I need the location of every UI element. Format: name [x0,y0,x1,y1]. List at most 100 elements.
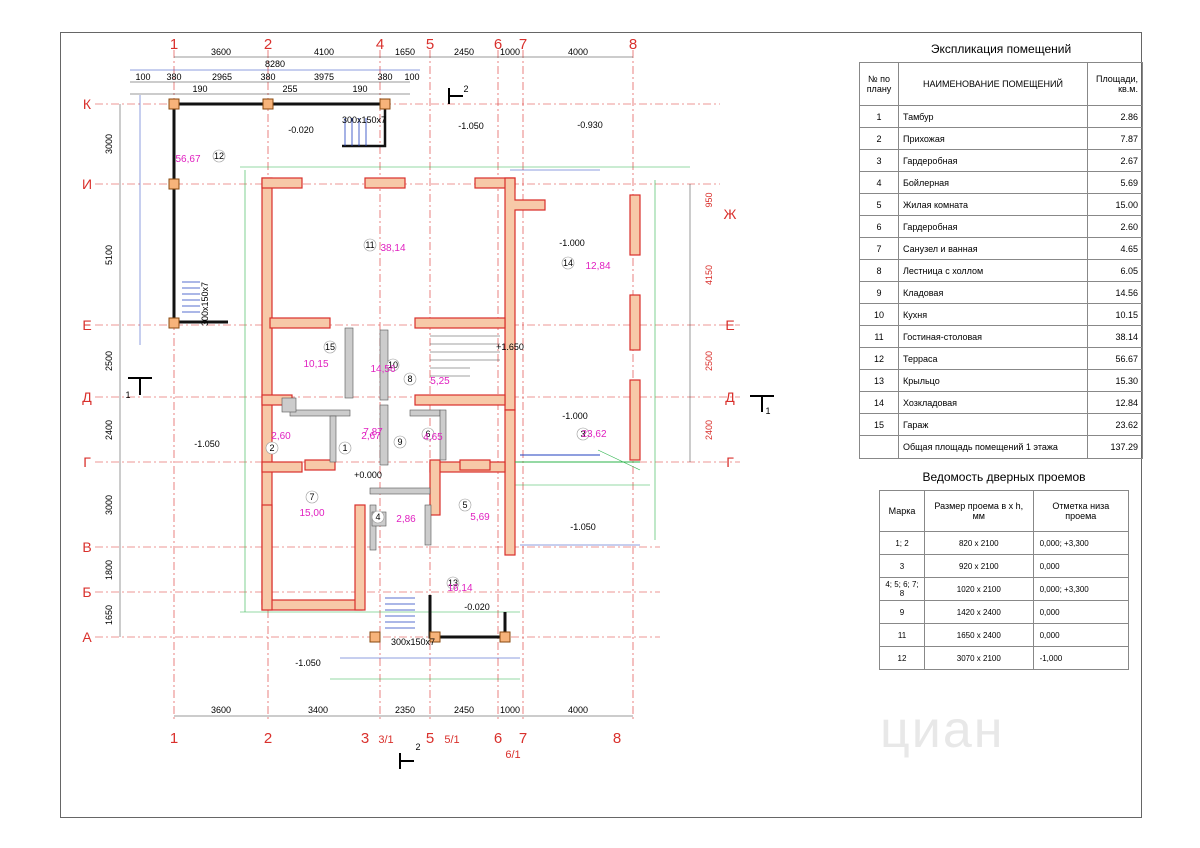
door-size-cell: 820 x 2100 [924,531,1034,555]
watermark-logo: циан [880,701,1005,759]
room-number-cell: 7 [859,237,899,260]
axis-top-label: 6 [494,36,502,53]
axis-left-label: И [82,176,92,192]
room-number: 11 [365,240,374,250]
axis-left-label: А [82,629,92,645]
room-name-cell: Кухня [898,303,1088,326]
garage [515,449,641,471]
dim-bottom: 3400 [308,705,328,715]
axis-left-label: К [83,96,92,112]
axis-top-label: 2 [264,36,272,53]
dim-right: 2400 [704,420,714,440]
room-number: 15 [325,342,335,352]
room-name-cell: Санузел и ванная [898,237,1088,260]
axis-left-label: Б [82,584,91,600]
room-number-circle [363,238,377,252]
exterior-walls [261,177,641,611]
room-name-cell: Лестница с холлом [898,259,1088,282]
dim-bottom: 4000 [568,705,588,715]
dim-left: 3000 [104,134,114,154]
room-name-cell: Гараж [898,413,1088,436]
dim-terrace: 380 [166,72,181,82]
room-area-cell: 14.56 [1087,281,1143,304]
dim-terrace: 100 [135,72,150,82]
door-level-cell: 0,000; +3,300 [1032,531,1130,555]
door-mark-cell: 12 [879,646,925,670]
room-area-cell: 7.87 [1087,127,1143,150]
axis-bottom-label: 2 [264,730,272,747]
room-number: 8 [407,374,412,384]
room-number: 9 [397,437,402,447]
axis-bottom-label: 3 [361,730,369,747]
section-marks [128,88,774,769]
axis-bottom-label: 5 [426,730,434,747]
door-mark-cell: 4; 5; 6; 7; 8 [879,577,925,601]
door-mark-cell: 9 [879,600,925,624]
room-area: 12,84 [585,261,610,272]
total-label: Общая площадь помещений 1 этажа [898,435,1088,459]
dim-terrace: 2965 [212,72,232,82]
total-empty-cell [859,435,899,459]
room-number-cell: 13 [859,369,899,392]
axis-top-label: 1 [170,36,178,53]
room-number-circle [265,441,279,455]
door-size-cell: 1020 x 2100 [924,577,1034,601]
room-name-cell: Хозкладовая [898,391,1088,414]
level-mark: -0.020 [288,125,314,135]
room-number-cell: 4 [859,171,899,194]
door-mark-cell: 3 [879,554,925,578]
room-name-cell: Тамбур [898,105,1088,128]
room-number-cell: 2 [859,127,899,150]
section-mark-label: 2 [415,742,420,752]
room-area: 38,14 [380,243,405,254]
dim-top: 4000 [568,47,588,57]
room-name-cell: Крыльцо [898,369,1088,392]
level-mark: -0.930 [577,120,603,130]
column-label: 300x150x7 [342,115,386,125]
explication-title: Экспликация помещений [930,42,1072,56]
dim-right: 950 [704,192,714,207]
doors-header-mark: Марка [879,490,925,532]
dim-bottom: 3600 [211,705,231,715]
level-mark: -1.000 [562,411,588,421]
room-number-circle [338,441,352,455]
room-number-circle [212,149,226,163]
room-area: 4,65 [423,432,443,443]
dim-top: 2450 [454,47,474,57]
door-level-cell: 0,000 [1032,554,1130,578]
axis-top-label: 8 [629,36,637,53]
level-mark: +1.650 [496,342,524,352]
axis-top-label: 5 [426,36,434,53]
room-number-circle [403,372,417,386]
dim-terrace: 255 [282,84,297,94]
door-mark-cell: 1; 2 [879,531,925,555]
expl-header-area: Площади, кв.м. [1087,62,1143,106]
room-number-circle [561,256,575,270]
room-area-cell: 5.69 [1087,171,1143,194]
dim-right: 2500 [704,351,714,371]
room-area: 2,67 [361,431,381,442]
section-mark-label: 2 [463,84,468,94]
door-size-cell: 1650 x 2400 [924,623,1034,647]
room-number: 6 [425,429,430,439]
room-number-cell: 15 [859,413,899,436]
axis-right-label: Г [726,454,734,470]
room-number: 14 [563,258,573,268]
room-number-cell: 5 [859,193,899,216]
axis-top-label: 7 [519,36,527,53]
room-name-cell: Гостиная-столовая [898,325,1088,348]
dim-overall: 8280 [265,59,285,69]
